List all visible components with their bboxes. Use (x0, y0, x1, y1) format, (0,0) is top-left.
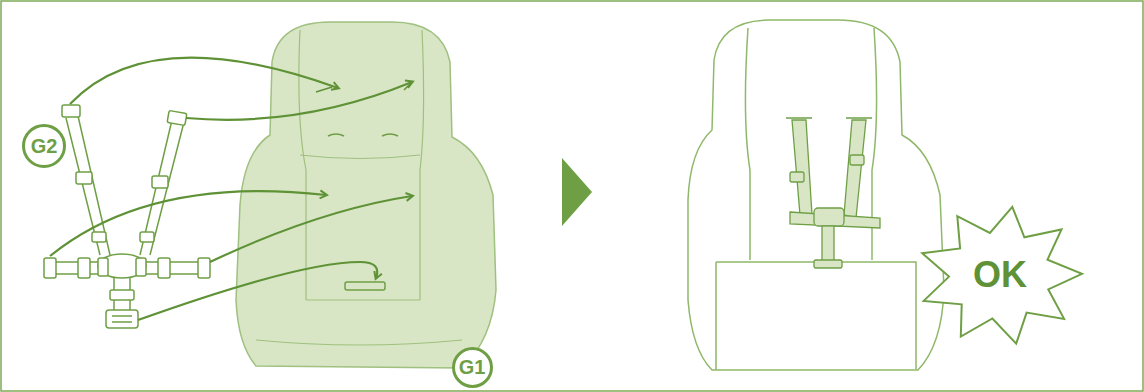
finished-seat (688, 20, 944, 370)
fitted-harness (786, 118, 880, 268)
slot-marks (316, 82, 412, 92)
harness (44, 105, 210, 328)
callout-label: G1 (459, 356, 486, 379)
seat-cover (236, 22, 496, 368)
thread-arrows (50, 58, 412, 320)
callout-label: G2 (31, 135, 58, 158)
callout-circle: G1 (452, 347, 493, 388)
next-arrow (562, 158, 592, 226)
ok-starburst: OK (915, 203, 1085, 348)
callout-circle: G2 (22, 124, 66, 168)
status-text: OK (973, 254, 1027, 296)
